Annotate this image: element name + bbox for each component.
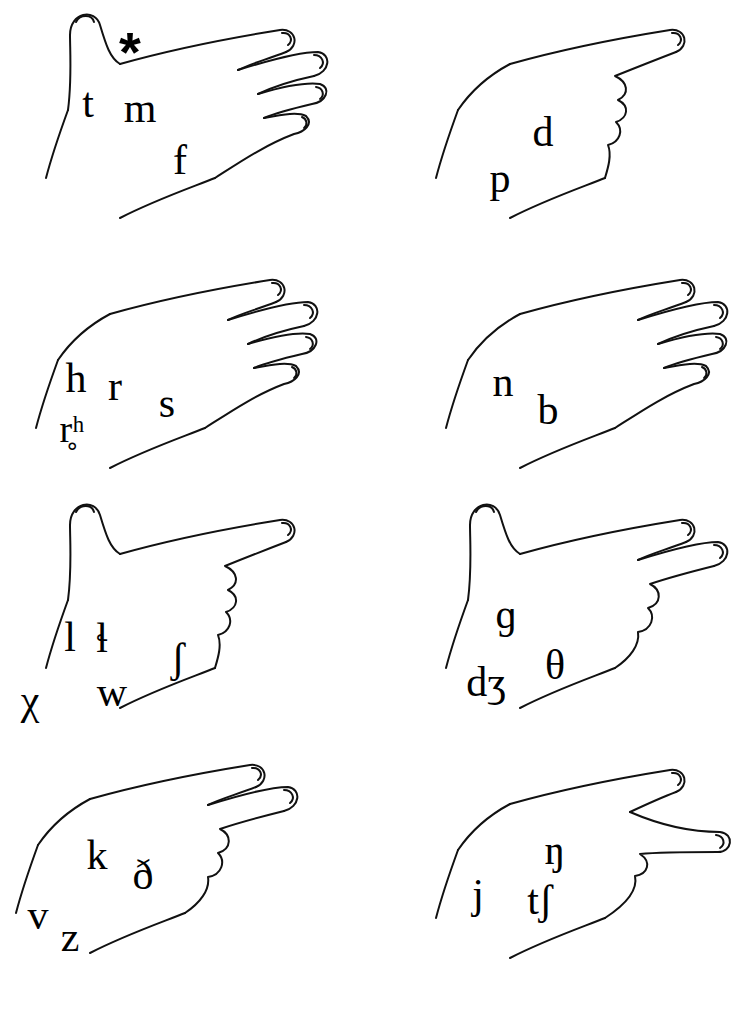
hand-outline	[510, 918, 605, 958]
phoneme-label: l	[64, 612, 76, 662]
phoneme-label: ɬ	[96, 613, 108, 663]
hand-outline	[46, 110, 68, 178]
nail	[252, 768, 261, 780]
asterisk-mark: *	[119, 18, 141, 85]
nail	[272, 283, 281, 295]
phoneme-label: s	[159, 378, 175, 428]
hand-outline	[446, 360, 468, 428]
hand-outline	[520, 428, 615, 468]
hand-outline	[436, 110, 458, 178]
nail	[304, 305, 313, 318]
phoneme-label: ð	[133, 850, 154, 900]
hand-outline	[120, 178, 215, 218]
phoneme-label: n	[493, 357, 514, 407]
hand-outline	[208, 787, 297, 811]
hand-outline	[468, 314, 520, 360]
nail	[292, 367, 296, 378]
hand-outline	[90, 913, 185, 953]
nail	[76, 506, 94, 512]
nail	[282, 33, 291, 45]
nail	[714, 305, 723, 318]
hand-outline	[38, 799, 90, 845]
hand-shape	[446, 505, 727, 708]
hand-outline	[110, 428, 205, 468]
phoneme-label: ɡ	[496, 589, 517, 639]
hand-outline	[185, 811, 284, 913]
hand-outline	[458, 804, 510, 850]
phoneme-label: ʃ	[171, 633, 185, 683]
hand-outline	[605, 52, 676, 178]
nail	[682, 283, 691, 295]
phoneme-label: ŋ	[545, 825, 566, 875]
phoneme-label: j	[472, 869, 484, 919]
phoneme-label: b	[538, 385, 559, 435]
hand-outline	[630, 792, 676, 812]
nail	[314, 55, 323, 68]
hand-outline	[238, 52, 327, 76]
nail	[302, 117, 306, 128]
hand-shape	[16, 765, 297, 953]
hand-shape	[46, 15, 327, 218]
hand-outline	[215, 542, 286, 668]
phoneme-label: r	[108, 361, 122, 411]
phoneme-label: d	[533, 107, 554, 157]
phoneme-label: dʒ	[466, 657, 506, 707]
hand-outline	[436, 850, 458, 918]
phoneme-label: h	[66, 353, 87, 403]
hand-outline	[658, 333, 726, 368]
phoneme-label: θ	[545, 640, 565, 690]
nail	[682, 523, 691, 535]
hand-outline	[248, 333, 316, 368]
phoneme-label: tʃ	[527, 875, 553, 925]
nail	[714, 545, 723, 558]
hand-outline	[520, 668, 615, 708]
hand-outline	[215, 114, 309, 178]
phoneme-label: z	[61, 912, 80, 962]
hand-outline	[58, 314, 110, 360]
phoneme-label: p	[490, 153, 511, 203]
hand-outline	[468, 505, 520, 600]
phoneme-label: t	[82, 78, 94, 128]
nail	[672, 773, 681, 785]
hand-outline	[510, 178, 605, 218]
hand-shape	[36, 280, 317, 468]
nail	[316, 87, 323, 99]
nail	[672, 33, 681, 45]
hand-shape	[436, 770, 730, 958]
hand-outline	[638, 542, 727, 566]
phoneme-label: m	[124, 83, 157, 133]
hand-outline	[638, 302, 727, 326]
hand-shape	[46, 505, 295, 708]
hand-outline	[228, 302, 317, 326]
nail	[716, 337, 723, 349]
hand-outline	[68, 15, 120, 110]
phoneme-label: v	[28, 890, 49, 940]
hand-outline	[68, 505, 120, 600]
nail	[716, 835, 723, 848]
nail	[284, 790, 293, 803]
hand-outline	[458, 64, 510, 110]
phoneme-label: w	[97, 667, 127, 717]
hand-shape	[436, 30, 685, 218]
hand-outline	[605, 812, 730, 918]
phoneme-label: k	[87, 830, 108, 880]
hand-outline	[615, 566, 714, 668]
nail	[702, 367, 706, 378]
phoneme-label: r̥ʰ	[60, 407, 85, 453]
hand-outline	[258, 83, 326, 118]
hand-outline	[615, 364, 709, 428]
hand-outline	[446, 600, 468, 668]
hand-outline	[205, 364, 299, 428]
nail	[76, 16, 94, 22]
nail	[476, 506, 494, 512]
nail	[306, 337, 313, 349]
hand-outline	[36, 360, 58, 428]
hand-shape	[446, 280, 727, 468]
phoneme-label: χ	[21, 675, 40, 725]
nail	[282, 523, 291, 535]
hand-outline	[120, 668, 215, 708]
phoneme-label: f	[173, 135, 187, 185]
